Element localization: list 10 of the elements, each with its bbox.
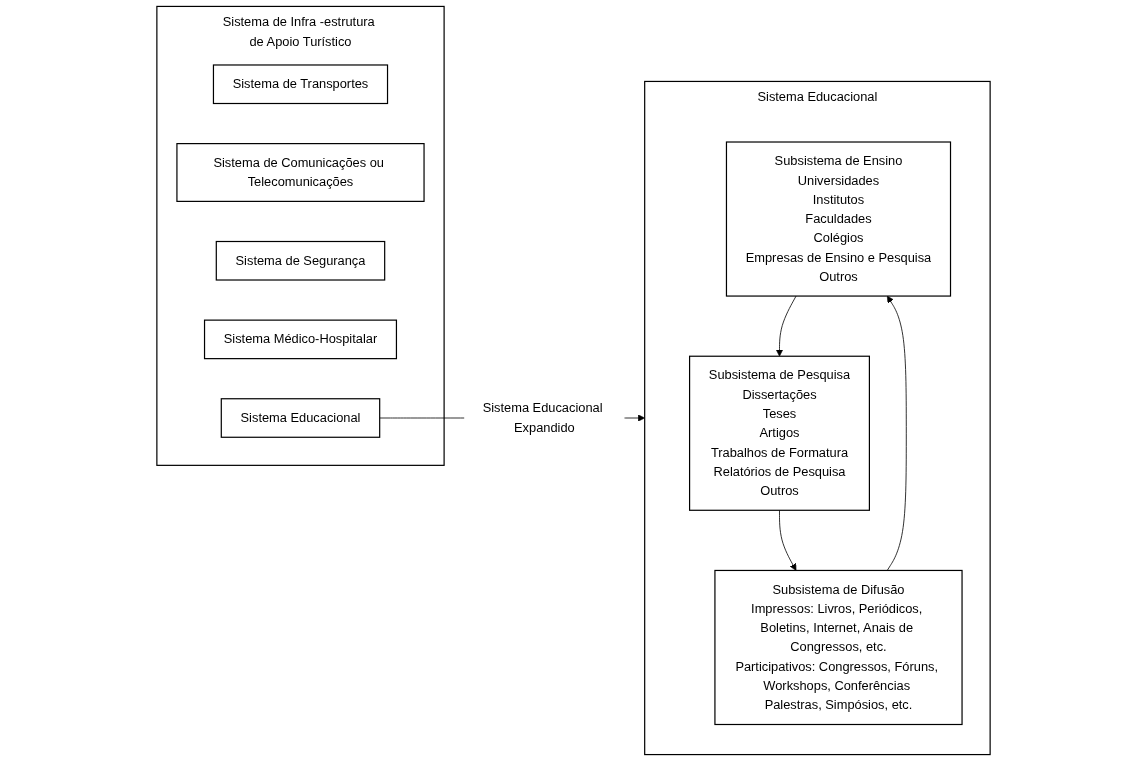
cluster: [156, 5, 445, 466]
cluster: [644, 80, 991, 756]
node-box: [176, 143, 425, 202]
node-box: [212, 64, 389, 105]
node-box: [220, 398, 381, 438]
node-box: [215, 240, 386, 281]
node-box: [203, 319, 398, 360]
node-box: [725, 141, 952, 297]
node-box: [689, 355, 870, 511]
node-box: [714, 569, 963, 726]
